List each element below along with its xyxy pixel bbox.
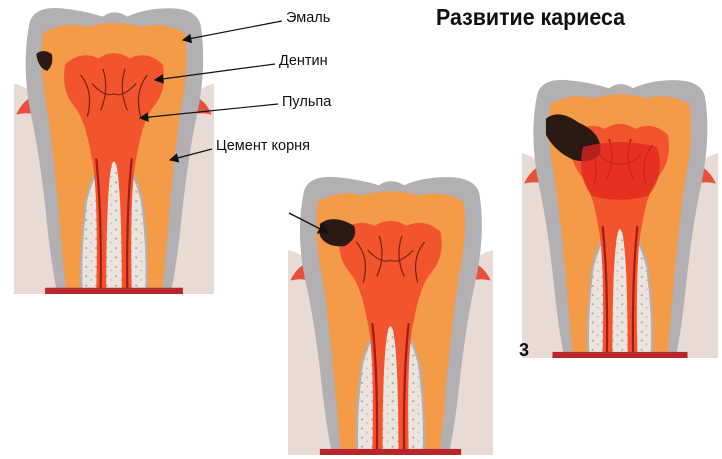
label-enamel: Эмаль <box>286 10 330 26</box>
diagram-title: Развитие кариеса <box>436 4 625 31</box>
pulp-pointer <box>140 104 278 118</box>
dentin-pointer <box>155 64 275 80</box>
label-pulp: Пульпа <box>282 94 331 110</box>
root-cement-pointer <box>170 149 212 160</box>
label-dentin: Дентин <box>279 53 328 69</box>
caries-pointer-arrow <box>289 213 328 233</box>
label-root-cement: Цемент корня <box>216 138 310 154</box>
stage-number: 3 <box>519 340 529 361</box>
enamel-pointer <box>183 21 282 40</box>
